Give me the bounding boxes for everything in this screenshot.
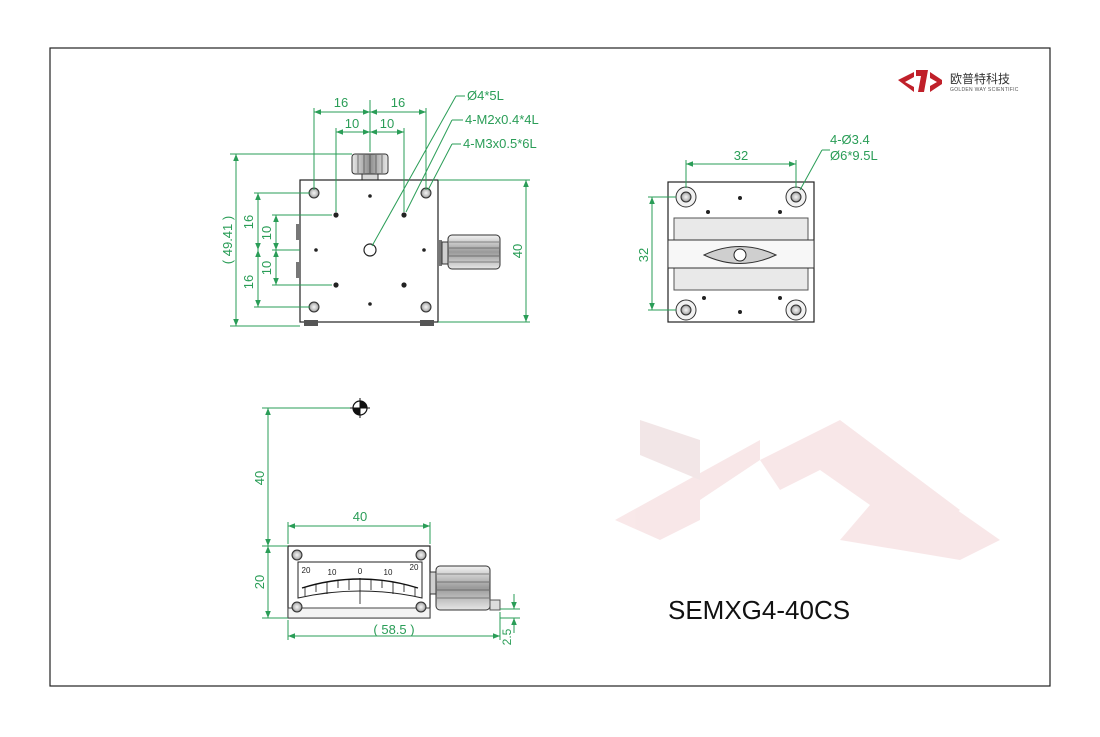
dim-side-16-top: 16	[241, 215, 256, 229]
side-tab	[296, 224, 300, 240]
drawing-frame	[49, 47, 1051, 687]
dim-half-inner-right: 10	[380, 116, 394, 131]
bottom-rail-top	[673, 217, 809, 241]
brand-mark-icon	[898, 70, 942, 92]
scale-label: 20	[410, 563, 419, 572]
rotation-center-icon	[350, 398, 370, 418]
dim-side-16-bottom: 16	[241, 275, 256, 289]
callout-bottom-line2: Ø6*9.5L	[830, 148, 878, 163]
bottom-view: 32 32 4-Ø3.4 Ø6*9.5L	[636, 132, 878, 323]
counterbore-holes	[675, 186, 807, 321]
callout-m2: 4-M2x0.4*4L	[465, 112, 539, 127]
dim-overall-width: ( 58.5 )	[373, 622, 414, 637]
callout-bottom-line1: 4-Ø3.4	[830, 132, 870, 147]
slot-hole	[733, 248, 747, 262]
side-tab	[438, 240, 442, 266]
scale-label: 10	[328, 568, 337, 577]
watermark-logo	[615, 420, 1000, 560]
side-view-knob	[435, 565, 491, 611]
dim-side-body-width-label: 40	[353, 509, 367, 524]
callout-m3: 4-M3x0.5*6L	[463, 136, 537, 151]
dim-base-thickness: 2.5	[500, 628, 514, 645]
dim-side-body-height: 20	[252, 575, 267, 589]
dim-overall-height: ( 49.41 )	[220, 216, 235, 264]
dim-bottom-height: 32	[636, 248, 651, 262]
dim-side-10-b: 10	[259, 261, 274, 275]
side-tab	[296, 262, 300, 278]
bottom-rail-bottom	[673, 267, 809, 291]
foot-left	[304, 320, 318, 326]
dim-half-outer-right: 16	[391, 95, 405, 110]
dim-half-inner-left: 10	[345, 116, 359, 131]
brand-name-en: GOLDEN WAY SCIENTIFIC	[950, 87, 1019, 93]
scale-label: 0	[358, 567, 363, 576]
side-knob	[447, 234, 501, 270]
dim-half-outer-left: 16	[334, 95, 348, 110]
side-base-plate	[287, 607, 431, 619]
brand-name-cn: 欧普特科技	[950, 71, 1010, 86]
scale-label: 10	[384, 568, 393, 577]
dim-bottom-width: 32	[734, 148, 748, 163]
dim-center-height: 40	[252, 471, 267, 485]
foot-right	[420, 320, 434, 326]
dim-side-10-a: 10	[259, 226, 274, 240]
brand-logo: 欧普特科技 GOLDEN WAY SCIENTIFIC	[898, 70, 1019, 93]
scale-ticks	[304, 578, 416, 604]
scale-label: 20	[302, 566, 311, 575]
dim-body-height: 40	[510, 244, 525, 258]
model-number: SEMXG4-40CS	[668, 595, 850, 625]
top-view: 16 16 10 10 Ø4*5L 4-M2x0.4*4L 4-M3x0.5*6…	[220, 88, 539, 327]
callout-center-hole: Ø4*5L	[467, 88, 504, 103]
side-view: 20 10 0 10 20	[252, 398, 520, 645]
